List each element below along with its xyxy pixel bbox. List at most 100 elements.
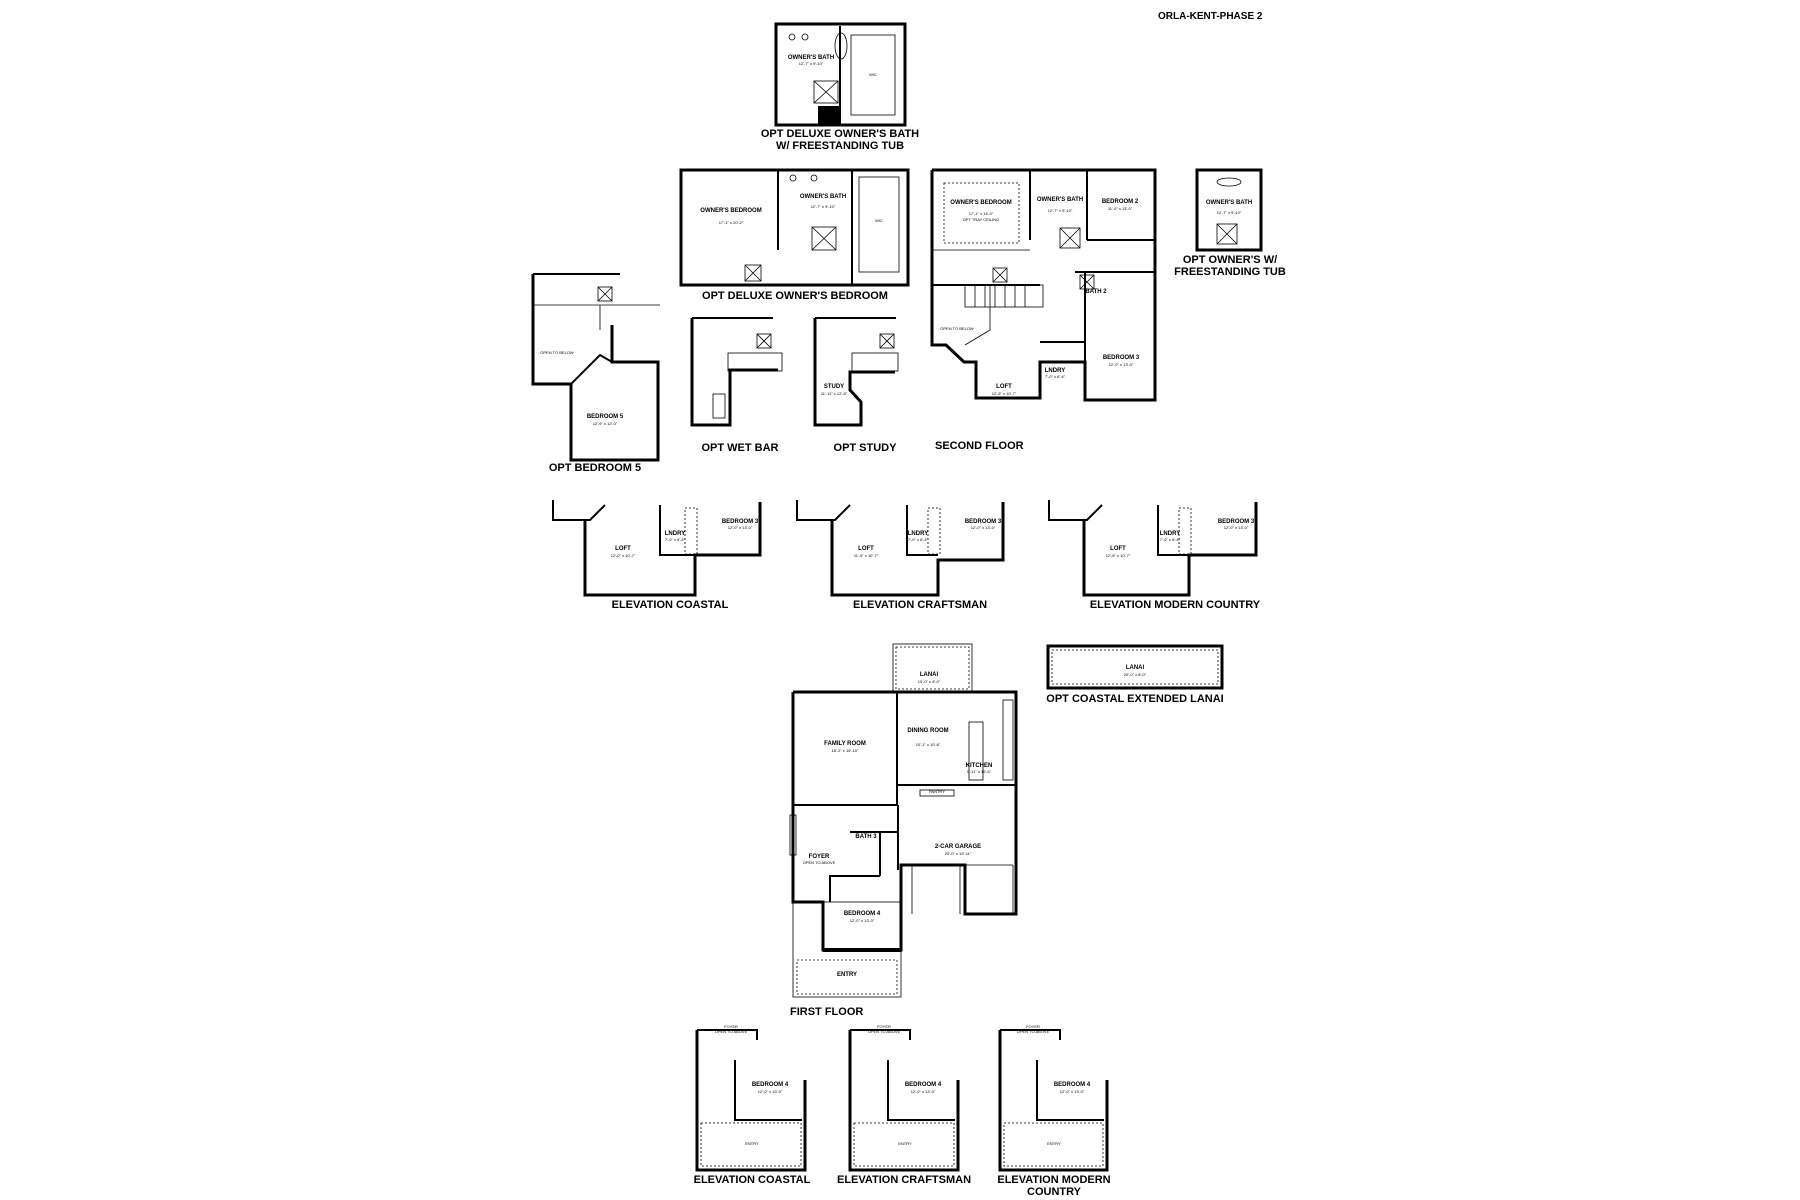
room-label-owners-bath: OWNER'S BATH [788, 55, 834, 61]
room-label-entry-craftsman: ENTRY [898, 1141, 912, 1146]
room-label-family-room: FAMILY ROOM [824, 741, 866, 747]
room-dim-kitchen: 9'-11" x 10'-6" [967, 769, 992, 774]
caption-opt-owners-tub: OPT OWNER'S W/ FREESTANDING TUB [1170, 254, 1290, 278]
room-dim-owners-bath: 12'-7" x 9'-10" [799, 61, 824, 66]
room-dim-owners-bath-opt: 12'-7" x 9'-10" [1217, 210, 1242, 215]
room-label-foyer: FOYER [809, 854, 830, 860]
room-label-entry: ENTRY [837, 972, 857, 978]
room-dim-lndry-craftsman: 7'-0" x 6'-4" [908, 537, 929, 542]
room-dim-bedroom4-modern: 12'-0" x 13'-0" [1060, 1089, 1085, 1094]
room-dim-bedroom3: 12'-0" x 13'-0" [1109, 362, 1134, 367]
caption-line: OPT OWNER'S W/ [1182, 254, 1278, 266]
room-dim-bedroom5: 12'-9" x 12'-0" [593, 421, 618, 426]
plan-elev-coastal-lower: FOYER OPEN TO ABOVE BEDROOM 4 12'-0" x 1… [695, 1024, 807, 1172]
room-label-open-below-b5: OPEN TO BELOW [540, 350, 574, 355]
room-dim-bedroom4: 12'-0" x 13'-0" [850, 918, 875, 923]
room-dim-dining-room: 10'-1" x 10'-6" [916, 742, 941, 747]
caption-elev-modern-lower: ELEVATION MODERN COUNTRY [984, 1174, 1124, 1198]
room-note-foyer-coastal: OPEN TO ABOVE [715, 1029, 748, 1034]
room-dim-bedroom3-craftsman: 12'-0" x 13'-0" [971, 525, 996, 530]
room-label-wic: WIC [869, 72, 877, 77]
room-dim-study: 11'-11" x 12'-8" [821, 391, 848, 396]
caption-opt-wet-bar: OPT WET BAR [701, 442, 779, 454]
room-label-bath2: BATH 2 [1085, 289, 1107, 295]
room-dim-bedroom3-modern: 12'-0" x 13'-0" [1224, 525, 1249, 530]
room-label-bedroom4-modern: BEDROOM 4 [1054, 1082, 1091, 1088]
room-label-lanai: LANAI [920, 672, 939, 678]
room-label-owners-bedroom-deluxe: OWNER'S BEDROOM [700, 208, 761, 214]
plan-elev-modern-upper: LOFT 12'-5" x 10'-7" LNDRY 7'-0" x 6'-4"… [1048, 500, 1258, 597]
caption-line: ELEVATION MODERN [997, 1174, 1111, 1186]
plan-opt-owners-tub: OWNER'S BATH 12'-7" x 9'-10" [1195, 168, 1263, 252]
room-note-foyer-craftsman: OPEN TO ABOVE [868, 1029, 901, 1034]
room-dim-owners-bath-2f: 12'-7" x 9'-10" [1048, 208, 1073, 213]
room-dim-lndry-coastal: 7'-0" x 6'-4" [665, 537, 686, 542]
plan-first-floor: LANAI 10'-0" x 8'-0" FAMILY ROOM 18'-2" … [789, 643, 1018, 998]
caption-opt-study: OPT STUDY [833, 442, 897, 454]
room-label-bedroom3-modern: BEDROOM 3 [1218, 519, 1255, 525]
room-dim-lndry-modern: 7'-0" x 6'-4" [1160, 537, 1181, 542]
room-label-lndry-craftsman: LNDRY [908, 531, 928, 537]
room-dim-owners-bath-deluxe: 12'-7" x 9'-10" [811, 204, 836, 209]
caption-second-floor: SECOND FLOOR [935, 440, 1024, 452]
room-label-lanai-ext: LANAI [1126, 665, 1145, 671]
caption-line: COUNTRY [1027, 1186, 1081, 1198]
room-label-owners-bedroom: OWNER'S BEDROOM [950, 200, 1011, 206]
plan-elev-craftsman-upper: LOFT 11'-5" x 10'-7" LNDRY 7'-0" x 6'-4"… [796, 500, 1005, 597]
room-label-lndry-2f: LNDRY [1045, 368, 1065, 374]
room-label-lndry-modern: LNDRY [1160, 531, 1180, 537]
room-label-wic-deluxe: WIC [875, 218, 883, 223]
plan-opt-study: STUDY 11'-11" x 12'-8" [813, 317, 899, 427]
caption-line: W/ FREESTANDING TUB [775, 140, 905, 152]
room-dim-loft-craftsman: 11'-5" x 10'-7" [854, 553, 879, 558]
caption-elev-coastal-lower: ELEVATION COASTAL [693, 1174, 811, 1186]
room-label-dining-room: DINING ROOM [907, 728, 948, 734]
plan-opt-bedroom5: OPEN TO BELOW BEDROOM 5 12'-9" x 12'-0" [531, 273, 660, 462]
room-dim-lanai-ext: 20'-0" x 8'-0" [1124, 672, 1147, 677]
caption-line: OPT DELUXE OWNER'S BATH [760, 128, 920, 140]
room-label-kitchen: KITCHEN [966, 763, 993, 769]
room-note-foyer-modern: OPEN TO ABOVE [1017, 1029, 1050, 1034]
room-label-foyer-craftsman: FOYER [877, 1024, 891, 1029]
plan-opt-coastal-lanai: LANAI 20'-0" x 8'-0" [1046, 644, 1224, 690]
room-label-bedroom3-craftsman: BEDROOM 3 [965, 519, 1002, 525]
room-label-entry-modern: ENTRY [1047, 1141, 1061, 1146]
room-note-foyer: OPEN TO ABOVE [803, 860, 836, 865]
room-label-bath3: BATH 3 [855, 834, 877, 840]
room-label-owners-bath-opt: OWNER'S BATH [1206, 200, 1252, 206]
room-note-tray-ceiling: OPT TRAY CEILING [963, 217, 1000, 222]
room-label-lndry-coastal: LNDRY [665, 531, 685, 537]
caption-opt-bedroom5: OPT BEDROOM 5 [548, 462, 642, 474]
room-dim-bedroom4-craftsman: 12'-0" x 13'-0" [911, 1089, 936, 1094]
room-dim-loft-coastal: 12'-0" x 10'-7" [611, 553, 636, 558]
caption-elev-coastal-upper: ELEVATION COASTAL [611, 599, 729, 611]
room-label-entry-coastal: ENTRY [745, 1141, 759, 1146]
room-dim-bedroom4-coastal: 12'-0" x 13'-0" [758, 1089, 783, 1094]
caption-elev-modern-upper: ELEVATION MODERN COUNTRY [1089, 599, 1261, 611]
room-label-loft-coastal: LOFT [615, 546, 631, 552]
room-label-bedroom3-coastal: BEDROOM 3 [722, 519, 759, 525]
plan-elev-modern-lower: FOYER OPEN TO ABOVE BEDROOM 4 12'-0" x 1… [998, 1024, 1109, 1172]
room-label-open-below-2f: OPEN TO BELOW [940, 326, 974, 331]
room-label-bedroom4-coastal: BEDROOM 4 [752, 1082, 789, 1088]
room-dim-lanai: 10'-0" x 8'-0" [918, 679, 941, 684]
plan-second-floor: OWNER'S BEDROOM 17'-1" x 14'-0" OPT TRAY… [930, 168, 1157, 402]
room-label-bedroom4-craftsman: BEDROOM 4 [905, 1082, 942, 1088]
caption-opt-deluxe-bath: OPT DELUXE OWNER'S BATH W/ FREESTANDING … [740, 128, 940, 152]
room-label-foyer-coastal: FOYER [724, 1024, 738, 1029]
room-dim-bedroom3-coastal: 12'-0" x 13'-0" [728, 525, 753, 530]
room-label-foyer-modern: FOYER [1026, 1024, 1040, 1029]
room-dim-owners-bedroom-deluxe: 17'-1" x 20'-2" [719, 220, 744, 225]
room-label-bedroom2: BEDROOM 2 [1102, 199, 1139, 205]
caption-opt-deluxe-bedroom: OPT DELUXE OWNER'S BEDROOM [702, 290, 888, 302]
room-label-loft-craftsman: LOFT [858, 546, 874, 552]
room-label-bedroom5: BEDROOM 5 [587, 414, 624, 420]
caption-opt-coastal-lanai: OPT COASTAL EXTENDED LANAI [1046, 693, 1224, 705]
plan-opt-deluxe-bedroom: OWNER'S BEDROOM 17'-1" x 20'-2" OWNER'S … [679, 168, 910, 287]
room-dim-loft: 12'-5" x 10'-7" [992, 391, 1017, 396]
room-label-bedroom4: BEDROOM 4 [844, 911, 881, 917]
caption-line: FREESTANDING TUB [1174, 266, 1286, 278]
room-dim-owners-bedroom: 17'-1" x 14'-0" [969, 211, 994, 216]
room-label-study: STUDY [824, 384, 844, 390]
